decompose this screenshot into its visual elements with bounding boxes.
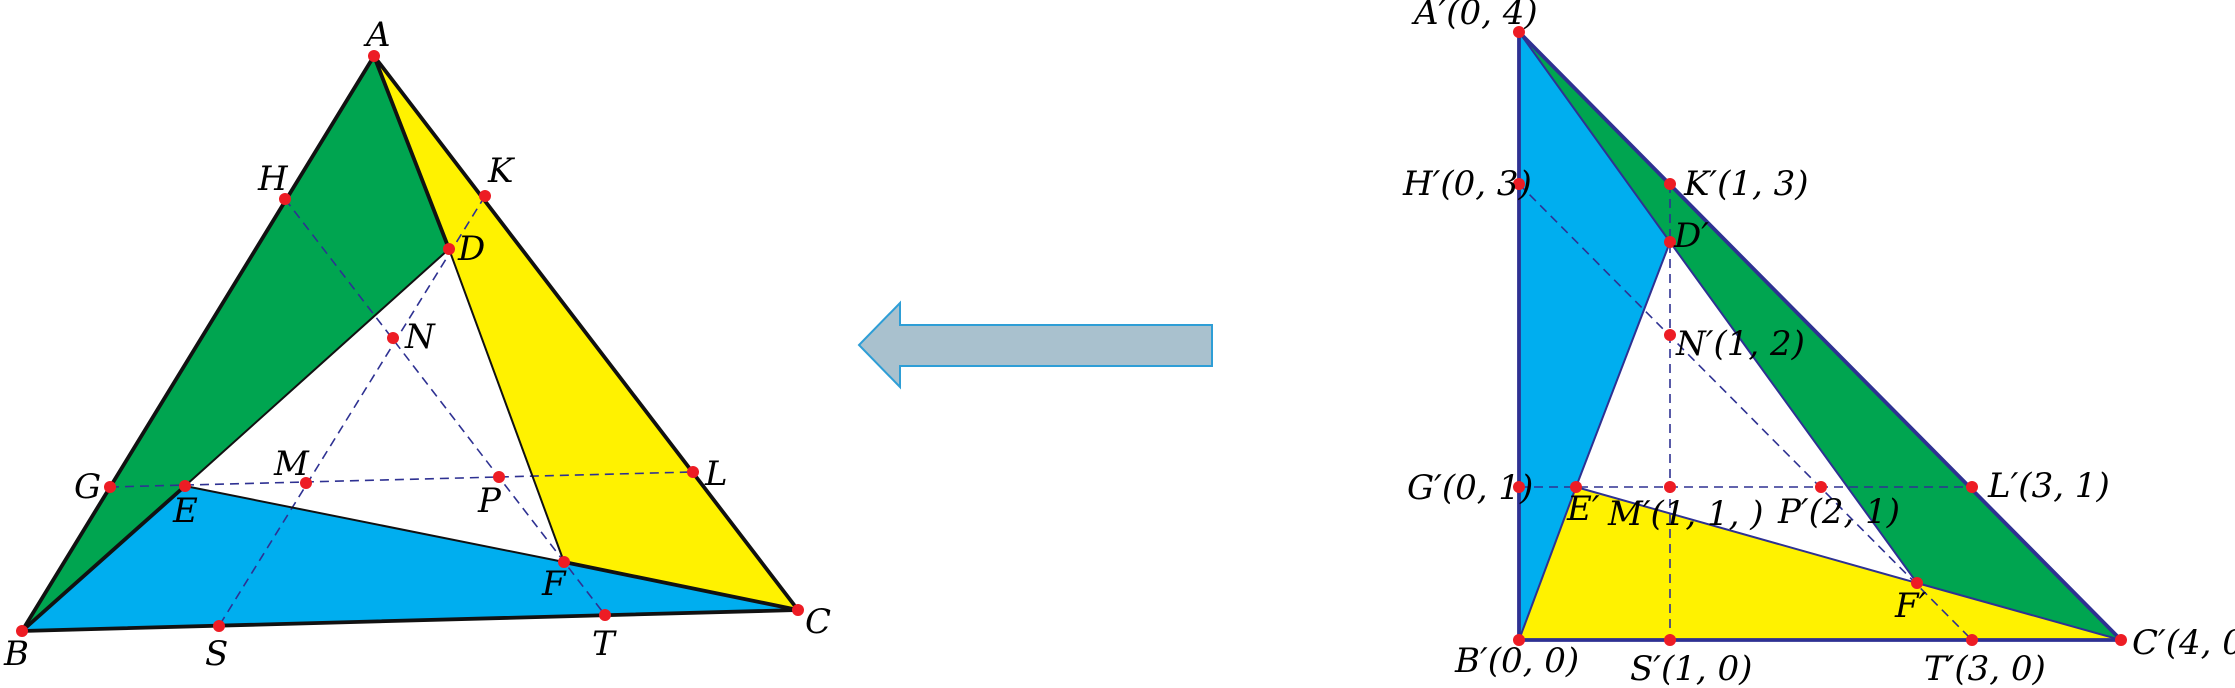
right-label-S: S′(1, 0) <box>1630 649 1752 688</box>
left-triangle-edges <box>20 54 800 633</box>
right-triangle-edges <box>1517 30 2123 642</box>
left-point-P <box>493 471 505 483</box>
right-label-H: H′(0, 3) <box>1402 164 1532 204</box>
left-label-T: T <box>592 624 617 664</box>
right-blue-region <box>1519 32 1670 640</box>
right-label-E: E′ <box>1566 489 1600 529</box>
right-point-G <box>1513 481 1525 493</box>
left-edge-FE <box>184 485 565 563</box>
right-label-A: A′(0, 4) <box>1411 0 1538 33</box>
right-point-B <box>1513 634 1525 646</box>
right-point-H <box>1513 178 1525 190</box>
left-label-A: A <box>363 15 391 55</box>
arrow-shape <box>857 300 1213 390</box>
left-point-L <box>687 466 699 478</box>
right-yellow-region <box>1519 487 2121 640</box>
right-edge-ED <box>1575 241 1671 488</box>
right-point-T <box>1966 634 1978 646</box>
left-label-M: M <box>273 444 310 484</box>
left-label-H: H <box>257 159 289 199</box>
left-point-H <box>279 193 291 205</box>
right-edge-BE <box>1518 486 1577 641</box>
left-dashed-lines <box>109 195 694 627</box>
right-label-M: M′(1, 1, ) <box>1607 494 1764 534</box>
right-point-M <box>1664 481 1676 493</box>
left-points <box>16 50 804 637</box>
left-outer-triangle <box>20 54 800 633</box>
right-edge-AD <box>1518 31 1671 243</box>
right-label-F: F′ <box>1894 586 1927 626</box>
left-point-B <box>16 625 28 637</box>
right-edge-FE <box>1575 486 1918 584</box>
left-edge-ED <box>184 248 450 487</box>
left-label-L: L <box>704 454 728 494</box>
right-edge-CF <box>1916 582 2122 641</box>
right-label-L: L′(3, 1) <box>1987 466 2110 506</box>
right-figure: A′(0, 4) B′(0, 0) C′(4, 0) D′ E′ F′ G′(0… <box>1402 0 2235 688</box>
right-label-N: N′(1, 2) <box>1675 324 1805 364</box>
left-label-K: K <box>487 151 516 191</box>
left-dash-GL <box>109 471 694 488</box>
left-pointing-arrow <box>857 300 1213 390</box>
right-points <box>1513 26 2127 646</box>
right-label-G: G′(0, 1) <box>1407 468 1533 508</box>
right-point-S <box>1664 634 1676 646</box>
right-point-K <box>1664 178 1676 190</box>
left-label-E: E <box>172 491 198 531</box>
left-point-G <box>104 481 116 493</box>
right-label-P: P′(2, 1) <box>1777 492 1900 532</box>
right-label-C: C′(4, 0) <box>2132 623 2235 663</box>
right-point-P <box>1815 481 1827 493</box>
right-label-D: D′ <box>1673 216 1709 256</box>
left-blue-region <box>22 486 798 631</box>
left-point-D <box>443 243 455 255</box>
left-label-D: D <box>457 229 485 269</box>
left-dash-HT <box>284 198 606 616</box>
left-point-F <box>558 556 570 568</box>
left-label-B: B <box>3 634 29 674</box>
right-point-N <box>1664 329 1676 341</box>
right-label-T: T′(3, 0) <box>1924 649 2046 688</box>
right-point-F <box>1911 577 1923 589</box>
left-point-T <box>599 609 611 621</box>
left-figure: A B C D E F G H K L M N P S T <box>3 15 831 674</box>
left-point-A <box>368 50 380 62</box>
right-label-B: B′(0, 0) <box>1454 641 1579 681</box>
right-point-E <box>1570 481 1582 493</box>
right-point-L <box>1966 481 1978 493</box>
right-inner-edges <box>1518 31 2122 641</box>
left-edge-AD <box>372 55 451 250</box>
left-edge-BE <box>20 484 187 633</box>
left-point-S <box>213 620 225 632</box>
right-label-K: K′(1, 3) <box>1683 164 1809 204</box>
left-point-K <box>479 190 491 202</box>
left-label-N: N <box>404 317 436 357</box>
left-labels: A B C D E F G H K L M N P S T <box>3 15 831 674</box>
left-edge-CF <box>563 560 799 612</box>
right-outer-triangle <box>1517 30 2123 642</box>
left-point-C <box>792 604 804 616</box>
left-point-M <box>300 477 312 489</box>
left-inner-edges <box>184 248 565 563</box>
right-labels: A′(0, 4) B′(0, 0) C′(4, 0) D′ E′ F′ G′(0… <box>1402 0 2235 688</box>
right-edge-DF <box>1669 241 1918 584</box>
left-label-P: P <box>477 481 502 521</box>
left-point-N <box>387 332 399 344</box>
left-label-G: G <box>74 467 101 507</box>
left-dash-KS <box>218 195 486 627</box>
right-point-A <box>1513 26 1525 38</box>
left-point-E <box>179 480 191 492</box>
left-label-S: S <box>205 634 228 674</box>
right-dashed-lines <box>1518 183 1973 641</box>
right-point-C <box>2115 634 2127 646</box>
left-label-F: F <box>541 564 567 604</box>
left-label-C: C <box>805 602 831 642</box>
right-dash-HT <box>1518 183 1973 641</box>
left-edge-DF <box>448 248 565 563</box>
right-point-D <box>1664 236 1676 248</box>
